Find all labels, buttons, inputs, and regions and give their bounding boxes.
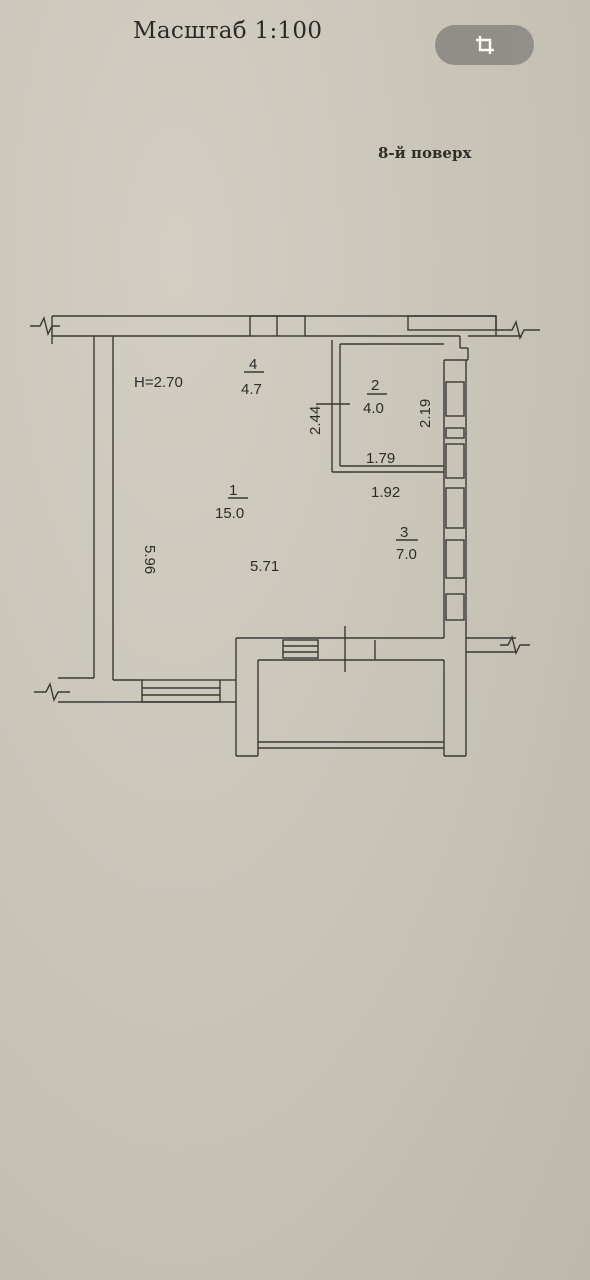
dimension-corridor-width: 1.92 — [371, 484, 400, 501]
vent-block-6 — [445, 593, 465, 621]
crop-button[interactable] — [435, 25, 534, 65]
vent-block-2 — [445, 427, 465, 439]
ceiling-height-label: H=2.70 — [134, 374, 183, 391]
vent-block-5 — [445, 539, 465, 579]
vent-block-3 — [445, 443, 465, 479]
dimension-room2-height: 2.44 — [307, 406, 324, 435]
scale-label: Масштаб 1:100 — [133, 18, 323, 44]
room-2-number: 2 — [371, 377, 379, 394]
room-2-area: 4.0 — [363, 400, 384, 417]
dimension-room1-width: 5.71 — [250, 558, 279, 575]
room-4-area: 4.7 — [241, 381, 262, 398]
vent-block-4 — [445, 487, 465, 529]
dimension-room1-height: 5.96 — [141, 545, 158, 574]
dimension-room2-width: 1.79 — [366, 450, 395, 467]
room-4-number: 4 — [249, 356, 257, 373]
balcony-door-window — [282, 639, 319, 659]
crop-icon — [475, 35, 495, 55]
room-3-number: 3 — [400, 524, 408, 541]
break-mark-bottom-left — [34, 681, 70, 703]
break-mark-top-left — [30, 315, 60, 337]
vent-block-1 — [445, 381, 465, 417]
window-bottom — [141, 679, 221, 703]
room-1-number: 1 — [229, 482, 237, 499]
window-top-right — [407, 315, 497, 331]
plan-walls — [30, 315, 540, 757]
floor-label: 8-й поверх — [378, 144, 472, 162]
break-mark-top-right — [496, 319, 540, 341]
room-3-area: 7.0 — [396, 546, 417, 563]
room-1-area: 15.0 — [215, 505, 244, 522]
dimension-room2-side: 2.19 — [417, 399, 434, 428]
break-mark-bottom-right — [500, 634, 530, 656]
